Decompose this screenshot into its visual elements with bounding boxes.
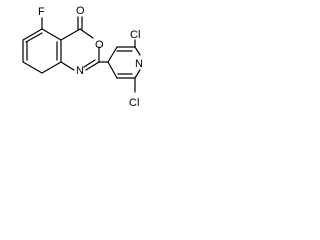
bond	[60, 61, 75, 71]
bond	[60, 28, 81, 41]
bond	[25, 32, 43, 43]
bond	[22, 61, 43, 74]
bond	[134, 69, 141, 79]
bond-lines	[22, 16, 141, 93]
bond	[79, 28, 94, 39]
fluorine-label: F	[38, 6, 45, 18]
chlorine-bottom-label: Cl	[129, 97, 139, 109]
oxazine-nitrogen-label: N	[76, 65, 84, 77]
bond	[107, 61, 118, 79]
bond	[85, 61, 100, 71]
bond	[22, 28, 43, 41]
ring-oxygen-label: O	[95, 39, 104, 51]
bond	[83, 59, 96, 68]
pyridine-nitrogen-label: N	[135, 58, 143, 70]
bond	[107, 46, 118, 63]
bond	[41, 28, 62, 41]
atom-labels: F O O N N Cl Cl	[38, 5, 143, 109]
carbonyl-oxygen-label: O	[76, 5, 85, 17]
bond	[134, 46, 141, 56]
bond	[41, 61, 62, 74]
chlorine-top-label: Cl	[130, 29, 140, 41]
molecule-structure: F O O N N Cl Cl	[22, 5, 143, 109]
